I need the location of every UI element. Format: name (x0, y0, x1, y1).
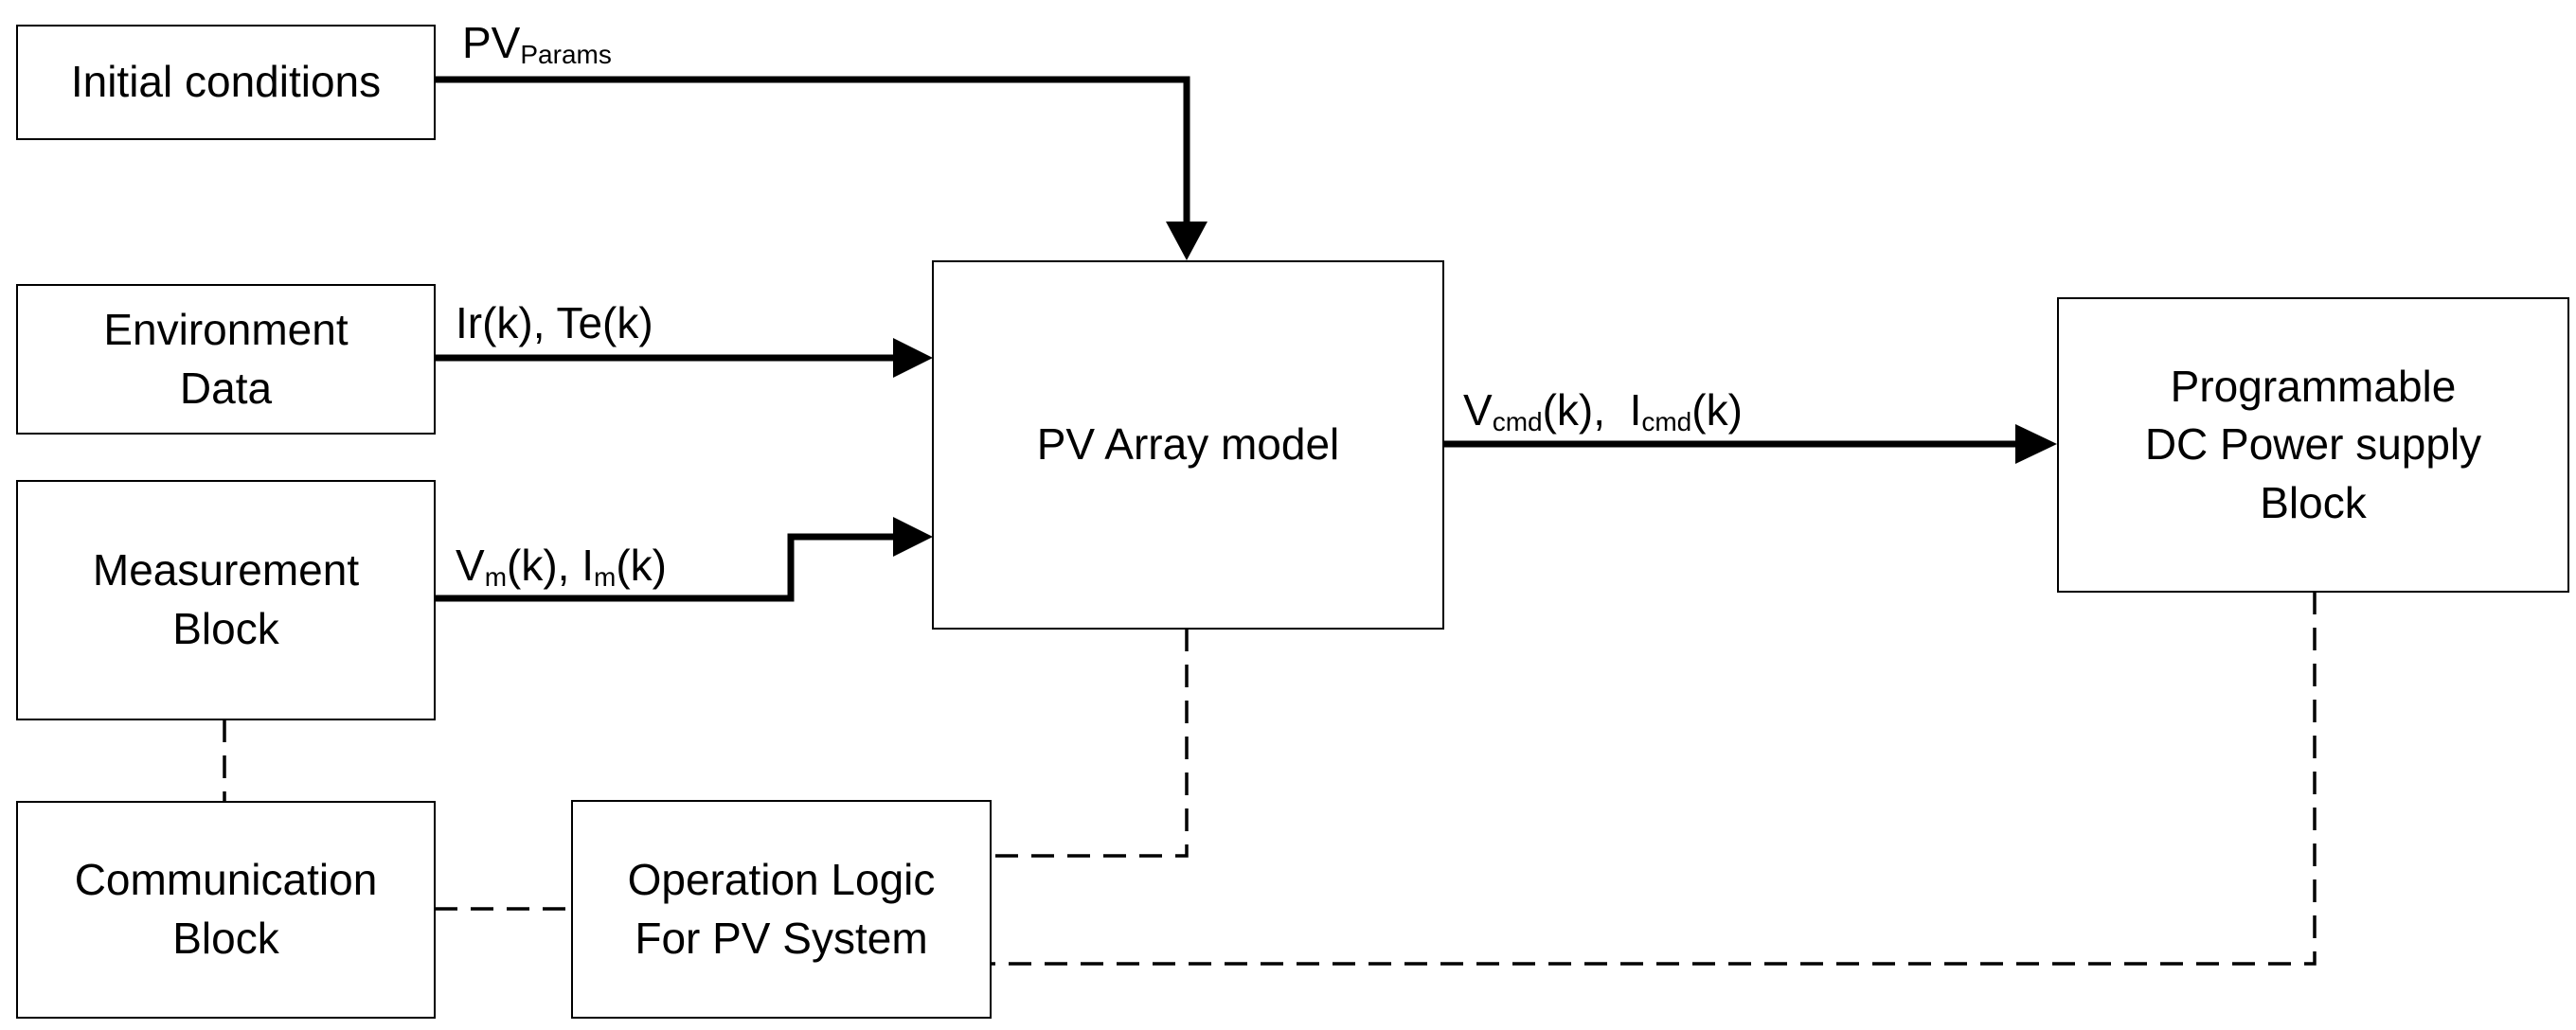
cmd-i-subscript: cmd (1641, 407, 1692, 436)
initial-conditions-block: Initial conditions (16, 25, 436, 140)
environment-data-block: Environment Data (16, 284, 436, 435)
operation-logic-label-line1: Operation Logic (627, 854, 936, 904)
pv-params-arrowhead (1166, 222, 1208, 260)
initial-conditions-label: Initial conditions (70, 57, 382, 107)
cmd-signal-label: Vcmd(k), Icmd(k) (1463, 388, 1743, 435)
env-signal-label: Ir(k), Te(k) (456, 298, 653, 347)
communication-block-label-line2: Block (172, 914, 279, 963)
cmd-v-subscript: cmd (1492, 407, 1543, 436)
pv-array-model-block: PV Array model (932, 260, 1444, 630)
meas-signal-label: Vm(k), Im(k) (456, 543, 667, 591)
pv-oplogic-dashed-link (991, 629, 1189, 858)
meas-v-subscript: m (484, 562, 508, 592)
pv-params-signal-label: PVParams (462, 21, 612, 68)
meas-v-arg: (k), (507, 541, 582, 590)
cmd-arrowhead (2015, 424, 2057, 464)
env-arrowhead (893, 338, 933, 378)
environment-data-label-line1: Environment (103, 304, 349, 354)
cmd-v-arg: (k), (1542, 385, 1630, 435)
pv-array-model-label: PV Array model (1036, 419, 1340, 470)
meas-i-symbol: I (581, 541, 594, 590)
operation-logic-label-line2: For PV System (635, 913, 928, 963)
measurement-block-label-line2: Block (172, 604, 279, 653)
meas-v-symbol: V (456, 541, 485, 590)
meas-i-subscript: m (594, 562, 617, 592)
meas-arrowhead (893, 517, 933, 557)
cmd-i-arg: (k) (1691, 385, 1743, 435)
dc-power-supply-label-line2: DC Power supply (2144, 419, 2482, 470)
pv-params-main: PV (462, 18, 521, 67)
dc-power-supply-label-line1: Programmable (2170, 361, 2457, 411)
cmd-i-symbol: I (1629, 385, 1642, 435)
dc-power-supply-block: Programmable DC Power supply Block (2057, 297, 2569, 593)
measurement-block: Measurement Block (16, 480, 436, 720)
meas-i-arg: (k) (616, 541, 667, 590)
measurement-block-label-line1: Measurement (92, 545, 360, 595)
meas-arrow-line (435, 533, 895, 602)
communication-block-label-line1: Communication (74, 855, 378, 905)
communication-block: Communication Block (16, 801, 436, 1019)
dc-oplogic-dashed-link (991, 592, 2317, 966)
dc-power-supply-label-line3: Block (2260, 477, 2367, 527)
pv-params-subscript: Params (520, 40, 612, 69)
cmd-v-symbol: V (1463, 385, 1493, 435)
environment-data-label-line2: Data (179, 363, 273, 413)
pv-params-arrow-line (435, 76, 1190, 223)
operation-logic-block: Operation Logic For PV System (571, 800, 992, 1019)
